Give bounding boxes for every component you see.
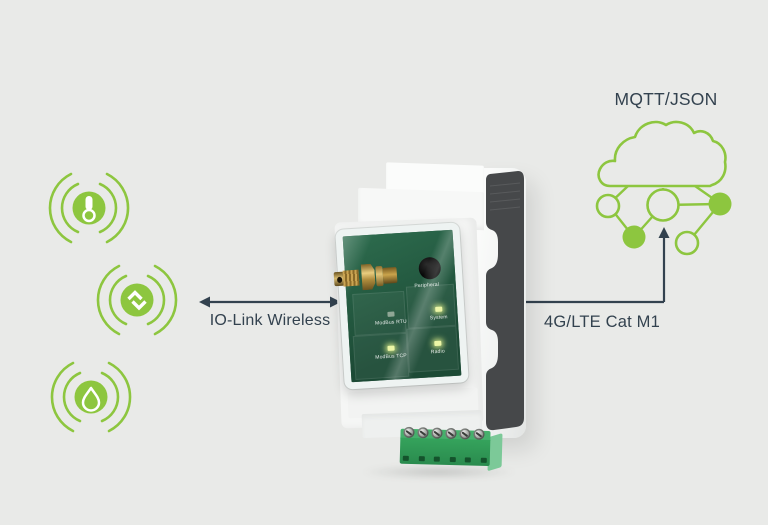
data-exchange-icon <box>127 290 147 311</box>
modbus-rtu-indicator: ModBus RTU <box>367 310 414 327</box>
din-clip-channel <box>486 171 524 431</box>
lte-cat-m1-label: 4G/LTE Cat M1 <box>544 313 660 331</box>
sma-hole <box>336 276 342 283</box>
terminal-slots <box>402 455 487 463</box>
radio-led <box>433 340 441 347</box>
cloud-network-icon <box>595 120 732 256</box>
droplet-icon <box>81 386 101 412</box>
signal-waves-icon <box>96 264 178 336</box>
modbus-rtu-led <box>386 311 395 317</box>
modbus-tcp-led <box>386 345 395 351</box>
thermometer-icon <box>82 196 96 223</box>
terminal-block <box>399 426 503 476</box>
cloud-node-outline <box>646 188 680 222</box>
signal-waves-icon <box>50 361 132 433</box>
system-led <box>434 306 442 313</box>
sma-thread <box>342 269 360 287</box>
sensor-temperature <box>34 158 144 258</box>
device-pcb: Peripheral ModBus RTU System ModBus TCP … <box>342 229 462 383</box>
cloud-node-filled <box>622 225 646 249</box>
system-indicator: System <box>421 306 456 322</box>
radio-indicator: Radio <box>419 340 456 356</box>
peripheral-buzzer-icon <box>418 256 442 280</box>
io-link-arrow-icon <box>199 296 341 308</box>
modbus-tcp-indicator: ModBus TCP <box>367 344 414 361</box>
signal-waves-icon <box>48 172 130 244</box>
terminal-front <box>399 437 491 467</box>
cloud-node-outline <box>674 230 700 256</box>
gateway-device: Peripheral ModBus RTU System ModBus TCP … <box>333 158 536 480</box>
sensor-exchange <box>82 250 192 350</box>
cloud-node-outline <box>595 193 621 219</box>
sma-base <box>382 266 398 284</box>
device-transparent-window: Peripheral ModBus RTU System ModBus TCP … <box>335 222 469 390</box>
mqtt-json-label: MQTT/JSON <box>614 89 718 109</box>
cloud-node-filled <box>708 192 732 216</box>
sensor-humidity <box>36 347 146 447</box>
sma-hex-nut <box>357 263 376 290</box>
io-link-wireless-label: IO-Link Wireless <box>209 312 331 329</box>
antenna-sma-connector <box>333 260 401 295</box>
device-shadow <box>354 464 524 480</box>
